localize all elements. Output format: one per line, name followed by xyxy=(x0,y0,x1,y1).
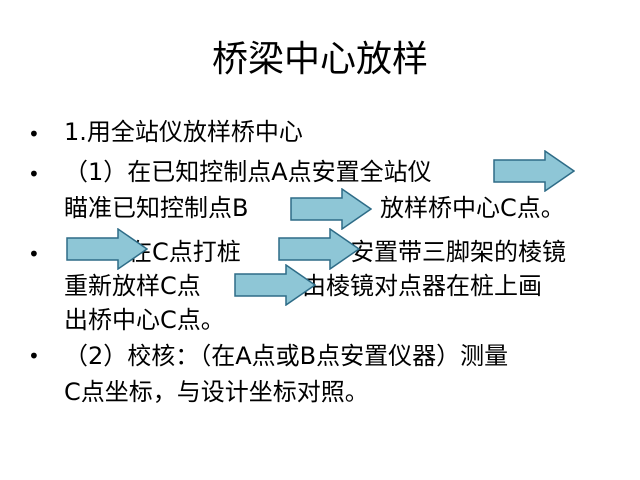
item-4-line-2: C点坐标，与设计坐标对照。 xyxy=(64,378,369,406)
bullet-marker-1: • xyxy=(28,122,40,146)
item-4-line-1: （2）校核：（在A点或B点安置仪器）测量 xyxy=(64,342,509,370)
slide-title: 桥梁中心放样 xyxy=(211,39,428,80)
item-2-line-1: （1）在已知控制点A点安置全站仪 xyxy=(64,158,432,186)
item-3-line-2: 安置带三脚架的棱镜 xyxy=(350,238,566,266)
right-arrow-icon xyxy=(278,228,360,270)
item-3-line-1: 在C点打桩 xyxy=(128,238,241,266)
item-3-line-5: 出桥中心C点。 xyxy=(64,306,225,334)
bullet-marker-4: • xyxy=(28,344,40,368)
bullet-marker-2: • xyxy=(28,162,40,186)
right-arrow-icon xyxy=(493,150,575,192)
right-arrow-icon xyxy=(290,188,372,230)
item-3-line-4: 由棱镜对点器在桩上画 xyxy=(302,272,542,300)
item-3-line-3: 重新放样C点 xyxy=(64,272,201,300)
bullet-marker-3: • xyxy=(28,242,40,266)
right-arrow-icon xyxy=(66,228,148,270)
right-arrow-icon xyxy=(234,264,316,306)
item-2-line-2: 瞄准已知控制点B xyxy=(64,194,249,222)
item-1-line-1: 1.用全站仪放样桥中心 xyxy=(64,118,303,146)
item-2-line-3: 放样桥中心C点。 xyxy=(380,194,565,222)
